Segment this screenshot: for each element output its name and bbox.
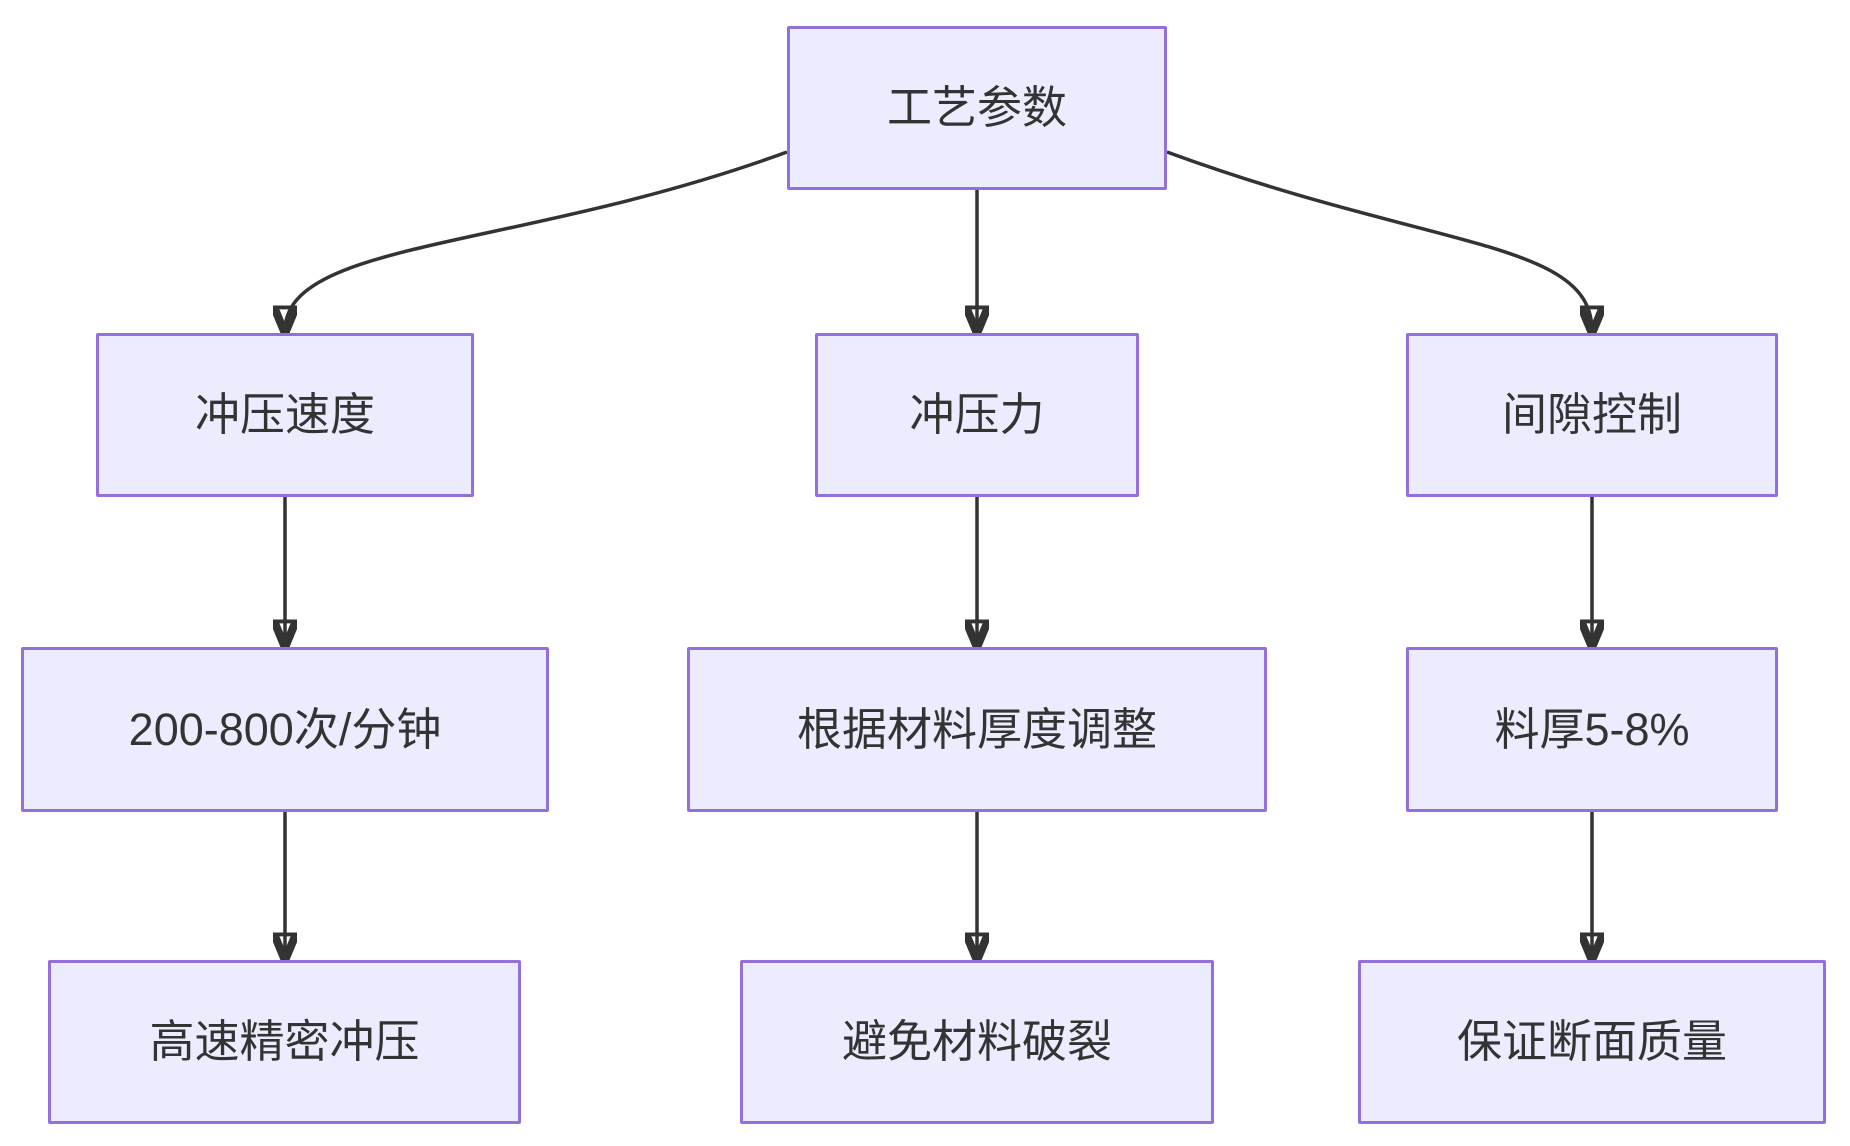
node-clearance-control-label: 间隙控制 (1501, 389, 1682, 440)
edge-params-to-clearance (1166, 150, 1592, 331)
node-avoid-cracking-label: 避免材料破裂 (841, 1016, 1112, 1067)
node-process-parameters-label: 工艺参数 (886, 82, 1067, 133)
edge-params-to-speed (285, 150, 788, 331)
node-stamping-speed: 冲压速度 (96, 333, 474, 497)
node-stamping-force: 冲压力 (815, 333, 1139, 497)
node-thickness-adjustment-label: 根据材料厚度调整 (796, 703, 1157, 755)
node-high-speed-precision-label: 高速精密冲压 (149, 1016, 420, 1067)
node-stamping-force-label: 冲压力 (909, 389, 1045, 440)
node-clearance-control: 间隙控制 (1406, 333, 1778, 497)
node-stamping-speed-label: 冲压速度 (194, 389, 375, 440)
node-section-quality-label: 保证断面质量 (1456, 1016, 1727, 1067)
node-section-quality: 保证断面质量 (1358, 960, 1826, 1124)
node-clearance-value-label: 料厚5-8% (1494, 703, 1690, 755)
node-speed-range: 200-800次/分钟 (21, 647, 549, 812)
node-speed-range-label: 200-800次/分钟 (128, 703, 442, 755)
node-thickness-adjustment: 根据材料厚度调整 (687, 647, 1267, 812)
node-process-parameters: 工艺参数 (787, 26, 1167, 190)
node-high-speed-precision: 高速精密冲压 (48, 960, 521, 1124)
node-clearance-value: 料厚5-8% (1406, 647, 1778, 812)
node-avoid-cracking: 避免材料破裂 (740, 960, 1214, 1124)
